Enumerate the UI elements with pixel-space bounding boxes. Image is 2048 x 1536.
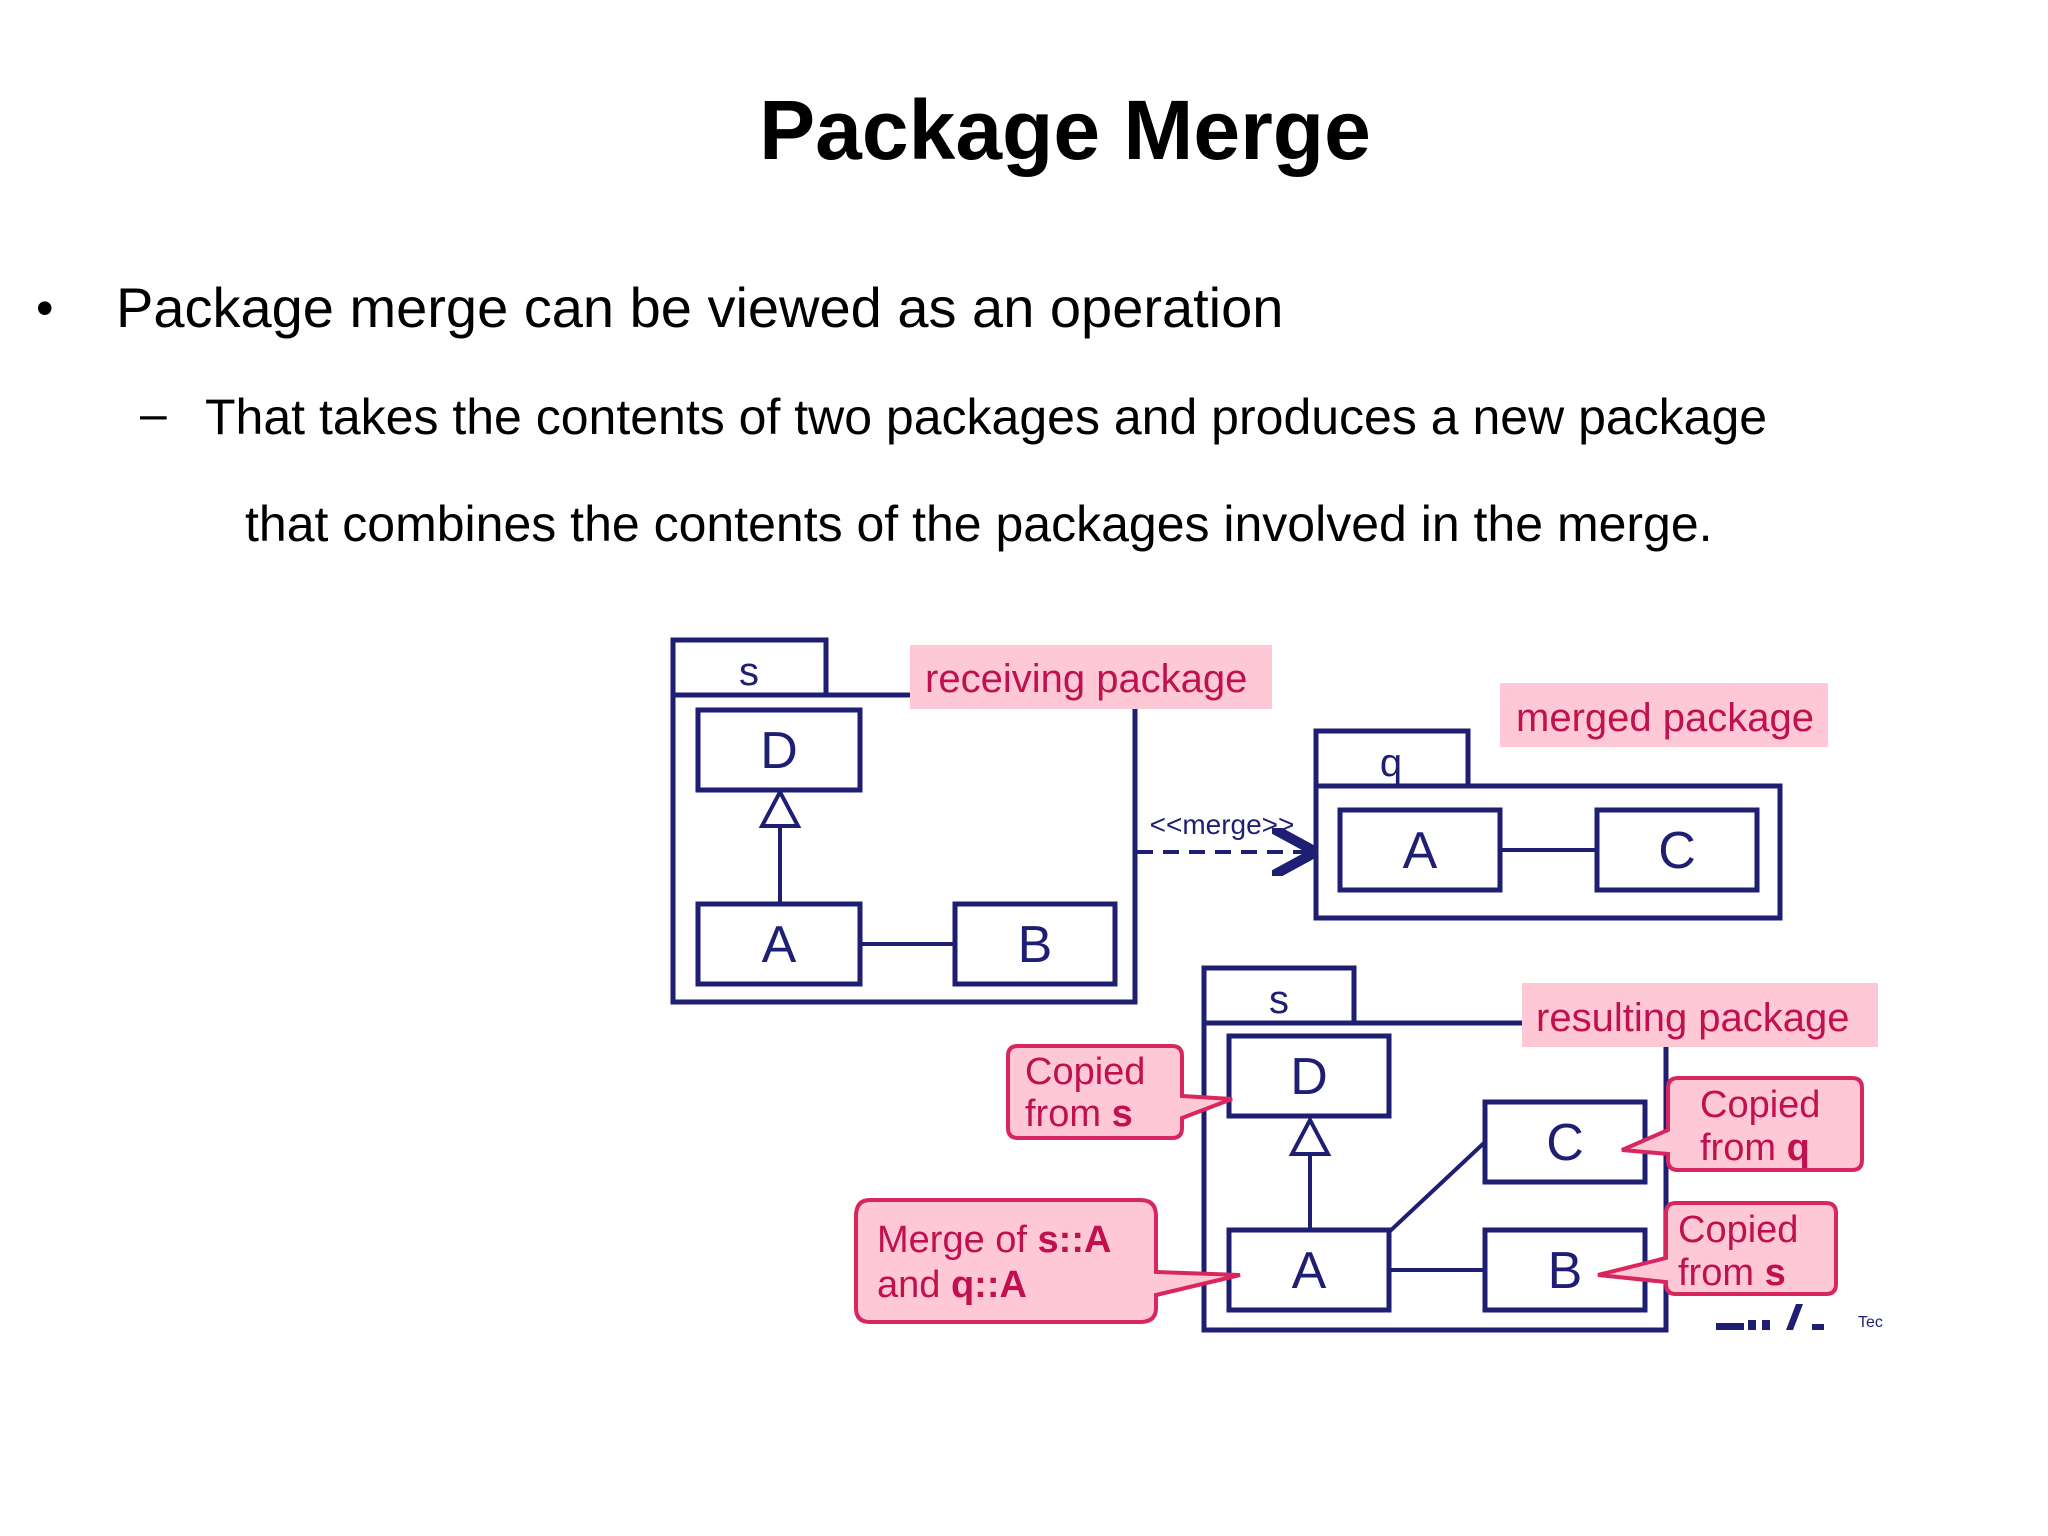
callout-b-line2-prefix: from: [1678, 1252, 1765, 1294]
callout-d-line1: Copied: [1025, 1051, 1145, 1093]
callout-d-line2-prefix: from: [1025, 1093, 1112, 1135]
callout-b-line2-bold: s: [1765, 1252, 1786, 1294]
receiving-class-a-label: A: [762, 916, 797, 974]
bullet-marker: •: [36, 280, 54, 336]
logo-fragment: Tec: [1716, 1304, 1883, 1331]
receiving-class-d: [695, 707, 863, 793]
receiving-package-callout: [910, 645, 1272, 709]
callout-copied-from-s-b: Copied from s: [1597, 1201, 1838, 1296]
callout-a-line2-prefix: and: [877, 1264, 951, 1306]
resulting-class-d-label: D: [1290, 1048, 1328, 1106]
callout-a-line2-bold: q::A: [951, 1264, 1027, 1306]
receiving-generalization-arrowhead: [758, 787, 802, 828]
resulting-class-a-label: A: [1292, 1242, 1327, 1300]
receiving-package-tab: [670, 637, 829, 698]
merged-package-callout: [1500, 683, 1828, 747]
callout-a-line1-prefix: Merge of: [877, 1219, 1038, 1261]
merged-package: q A C: [1313, 728, 1783, 921]
receiving-class-b-label: B: [1018, 916, 1053, 974]
resulting-package-callout-text: resulting package: [1536, 996, 1850, 1040]
resulting-class-d: [1226, 1033, 1392, 1119]
callout-b-line1: Copied: [1678, 1209, 1798, 1251]
svg-text:from s: from s: [1025, 1093, 1133, 1135]
svg-text:from q: from q: [1700, 1127, 1810, 1169]
svg-text:from s: from s: [1678, 1252, 1786, 1294]
merge-stereotype-label: <<merge>>: [1150, 809, 1295, 840]
resulting-class-b-label: B: [1548, 1242, 1583, 1300]
receiving-class-d-label: D: [760, 722, 798, 780]
callout-copied-from-s-d: Copied from s: [1006, 1044, 1233, 1140]
callout-c-line2-bold: q: [1787, 1127, 1810, 1169]
resulting-class-c-label: C: [1546, 1114, 1584, 1172]
callout-merge-of-a: Merge of s::A and q::A: [854, 1198, 1241, 1324]
resulting-generalization-arrowhead: [1288, 1115, 1332, 1156]
logo-small-text: Tec: [1858, 1314, 1883, 1331]
callout-c-line1: Copied: [1700, 1084, 1820, 1126]
merged-class-c-label: C: [1658, 822, 1696, 880]
resulting-package-name: s: [1269, 978, 1289, 1022]
merged-class-a: [1337, 807, 1503, 893]
bullet-text: Package merge can be viewed as an operat…: [116, 276, 1284, 339]
merged-package-name: q: [1380, 741, 1402, 785]
resulting-package-callout: [1522, 983, 1878, 1047]
callout-a-line1-bold: s::A: [1038, 1219, 1112, 1261]
callout-c-line2-prefix: from: [1700, 1127, 1787, 1169]
resulting-package-tab: [1201, 965, 1357, 1026]
sub-bullet-text-line2: that combines the contents of the packag…: [245, 496, 1713, 552]
resulting-association-a-c: [1387, 1140, 1487, 1234]
merged-class-c: [1594, 807, 1760, 893]
receiving-package-callout-text: receiving package: [925, 657, 1247, 701]
sub-bullet-marker: –: [140, 388, 167, 441]
receiving-package-name: s: [739, 650, 759, 694]
svg-text:and q::A: and q::A: [877, 1264, 1027, 1306]
slide-title: Package Merge: [759, 83, 1371, 177]
receiving-package: s D A B: [670, 637, 1138, 1005]
merged-package-callout-text: merged package: [1516, 696, 1814, 740]
receiving-class-b: [952, 901, 1118, 987]
sub-bullet-text-line1: That takes the contents of two packages …: [205, 389, 1768, 445]
callout-copied-from-q-c: Copied from q: [1621, 1076, 1864, 1172]
svg-text:Merge of s::A: Merge of s::A: [877, 1219, 1111, 1261]
merged-class-a-label: A: [1403, 822, 1438, 880]
callout-d-line2-bold: s: [1112, 1093, 1133, 1135]
resulting-class-a: [1226, 1227, 1392, 1313]
